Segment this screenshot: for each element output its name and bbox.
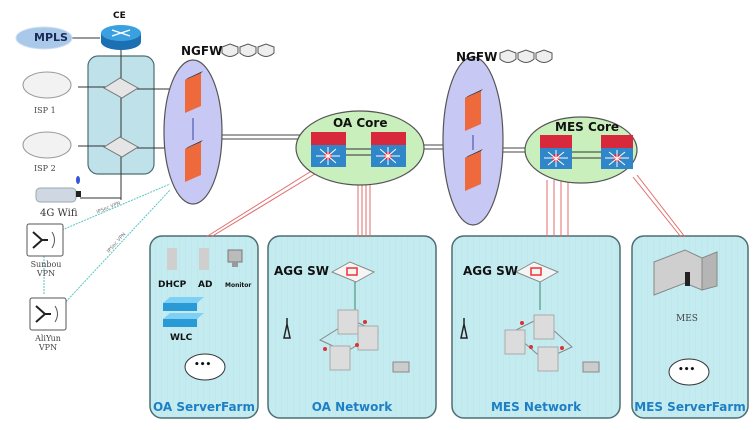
oa-core-label: OA Core — [333, 116, 388, 130]
oa-network-clients — [283, 282, 410, 373]
ce-label: CE — [113, 11, 126, 21]
wan-links — [72, 37, 178, 200]
oa-agg-sw-label: AGG SW — [274, 264, 330, 278]
vpn-links — [43, 183, 171, 307]
mes-agg-sw-label: AGG SW — [463, 264, 519, 278]
ngfw2-label: NGFW — [456, 50, 498, 64]
mpls-cloud[interactable] — [15, 26, 73, 50]
mes-serverfarm-title: MES ServerFarm — [634, 400, 746, 414]
server-icons — [167, 248, 243, 270]
ce-router-icon[interactable] — [101, 25, 141, 50]
isp1-label: ISP 1 — [34, 106, 56, 115]
mes-server-icon[interactable] — [653, 249, 718, 296]
security-shield-icons — [221, 43, 553, 63]
mes-network-clients — [460, 282, 600, 373]
sangfor-vpn-icon[interactable] — [26, 223, 64, 257]
mes-server-label: MES — [676, 314, 698, 324]
aliyun-vpn-icon[interactable] — [29, 297, 67, 331]
oa-network-title: OA Network — [311, 400, 393, 414]
isp2-cloud[interactable] — [22, 131, 72, 159]
4g-wifi-dongle-icon[interactable] — [35, 176, 81, 203]
more-ellipse[interactable] — [184, 353, 226, 381]
mes-more-label: ••• — [678, 365, 696, 375]
edge-switch-icon — [103, 77, 139, 158]
wlc-label: WLC — [170, 333, 193, 343]
more-label: ••• — [194, 360, 212, 370]
mes-more-ellipse[interactable] — [668, 358, 710, 386]
ad-label: AD — [198, 280, 213, 290]
firewall-device — [185, 71, 483, 191]
sangfor-vpn-label: Sunbou VPN — [30, 260, 62, 278]
isp1-cloud[interactable] — [22, 71, 72, 99]
ngfw1-label: NGFW — [181, 44, 223, 58]
aliyun-vpn-label: AliYun VPN — [35, 334, 61, 352]
mes-core-label: MES Core — [555, 120, 620, 134]
core-to-zone-links — [205, 169, 686, 238]
core-switch-icons — [311, 132, 633, 169]
zone-oa-serverfarm — [149, 235, 259, 419]
monitor-label: Monitor — [225, 282, 252, 289]
isp2-label: ISP 2 — [34, 164, 56, 173]
agg-switch-icon[interactable] — [330, 261, 560, 283]
mpls-label: MPLS — [34, 31, 68, 44]
oa-serverfarm-title: OA ServerFarm — [153, 400, 255, 414]
dhcp-label: DHCP — [158, 280, 187, 290]
wlc-icon[interactable] — [163, 297, 204, 327]
mes-network-title: MES Network — [490, 400, 582, 414]
4g-wifi-label: 4G Wifi — [40, 208, 78, 219]
